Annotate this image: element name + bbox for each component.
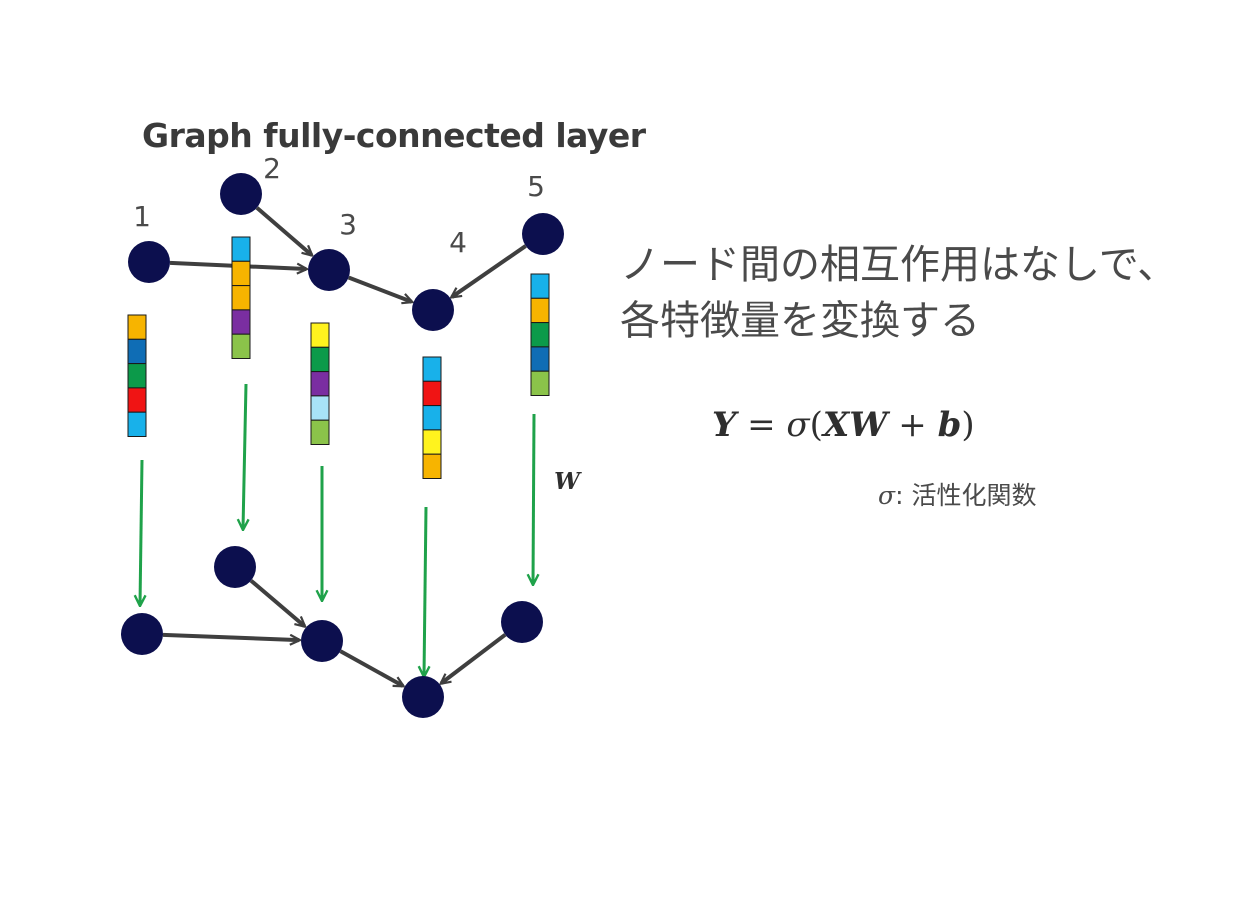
feature-cell-node5-3 [530, 322, 550, 348]
output-node-3 [301, 620, 343, 662]
feature-cell-node5-4 [530, 346, 550, 372]
input-node-5 [522, 213, 564, 255]
weight-label: W [554, 468, 582, 495]
output-node-1 [121, 613, 163, 655]
feature-cell-node3-4 [310, 395, 330, 421]
node-label-1: 1 [133, 200, 151, 233]
feature-cell-node2-5 [231, 333, 251, 360]
top-edge-5-to-4 [452, 244, 527, 297]
formula-b: b [937, 405, 962, 445]
feature-cell-node1-1 [127, 314, 147, 340]
feature-cell-node5-5 [530, 370, 550, 397]
formula-y: Y [712, 405, 737, 445]
transform-arrow-5 [533, 413, 534, 584]
feature-cell-node3-1 [310, 322, 330, 348]
formula-equals: = [736, 405, 787, 445]
top-edge-2-to-3 [255, 206, 312, 255]
bottom-edge-1-to-3 [162, 632, 299, 640]
feature-cell-node2-4 [231, 309, 251, 335]
feature-cell-node1-3 [127, 363, 147, 389]
diagram-title: Graph fully-connected layer [142, 116, 646, 155]
feature-cell-node4-5 [422, 453, 442, 480]
feature-cell-node4-2 [422, 380, 442, 407]
input-node-3 [308, 249, 350, 291]
bottom-edge-5-to-4 [441, 633, 507, 683]
feature-cell-node2-3 [231, 285, 251, 311]
edges-group [162, 206, 527, 688]
feature-cell-node3-5 [310, 419, 330, 446]
sigma-note: σ: 活性化関数 [878, 476, 1036, 512]
nodes-group [121, 173, 564, 718]
feature-cell-node4-3 [422, 405, 442, 431]
formula-xw: XW [822, 405, 888, 445]
node-label-4: 4 [449, 226, 467, 259]
input-node-2 [220, 173, 262, 215]
feature-cell-node1-4 [127, 387, 147, 413]
feature-cell-node4-4 [422, 429, 442, 455]
node-label-3: 3 [339, 208, 357, 241]
feature-cell-node1-2 [127, 338, 147, 365]
feature-cell-node1-5 [127, 411, 147, 438]
node-label-5: 5 [527, 170, 545, 203]
formula: Y = σ(XW + b) [712, 405, 975, 445]
transform-arrow-1 [140, 459, 142, 605]
feature-vectors-group [127, 236, 550, 480]
node-labels-group: 1 2 3 4 5W [133, 152, 582, 495]
formula-open-paren: ( [809, 405, 823, 445]
bottom-edge-2-to-3 [249, 579, 304, 626]
feature-cell-node5-2 [530, 297, 550, 324]
formula-sigma: σ [786, 405, 810, 445]
transform-arrow-4 [424, 506, 426, 676]
feature-cell-node5-1 [530, 273, 550, 299]
feature-cell-node4-1 [422, 356, 442, 382]
input-node-1 [128, 241, 170, 283]
output-node-4 [402, 676, 444, 718]
transform-arrow-2 [243, 383, 246, 529]
sigma-symbol: σ [878, 481, 896, 510]
feature-cell-node3-2 [310, 346, 330, 373]
transform-arrows-group [140, 383, 534, 676]
feature-cell-node2-2 [231, 260, 251, 287]
output-node-2 [214, 546, 256, 588]
description-line-2: 各特徴量を変換する [620, 298, 980, 344]
sigma-note-text: : 活性化関数 [895, 481, 1037, 510]
input-node-4 [412, 289, 454, 331]
feature-cell-node3-3 [310, 371, 330, 397]
output-node-5 [501, 601, 543, 643]
bottom-edge-3-to-4 [339, 649, 403, 688]
formula-close-paren: ) [961, 405, 975, 445]
feature-cell-node2-1 [231, 236, 251, 262]
node-label-2: 2 [263, 152, 281, 185]
description-line-1: ノード間の相互作用はなしで、 [620, 242, 1178, 288]
formula-plus: + [887, 405, 938, 445]
top-edge-3-to-4 [347, 275, 412, 302]
